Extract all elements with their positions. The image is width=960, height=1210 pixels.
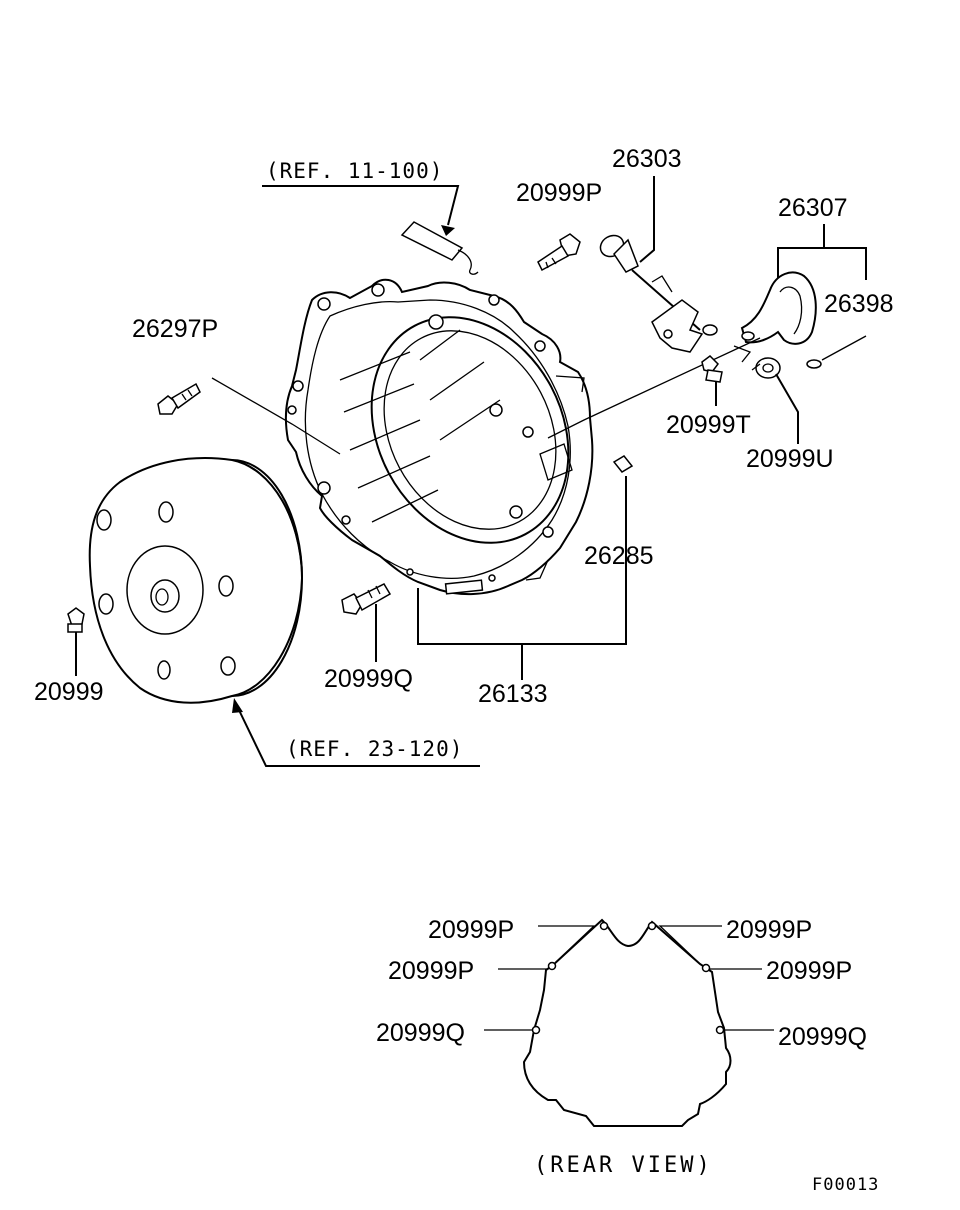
rear-left-label-1[interactable]: 20999P: [428, 916, 514, 944]
label-26133[interactable]: 26133: [478, 680, 548, 708]
label-26398[interactable]: 26398: [824, 290, 894, 318]
rear-right-label-2[interactable]: 20999P: [766, 957, 852, 985]
label-26297P[interactable]: 26297P: [132, 315, 218, 343]
label-20999Q[interactable]: 20999Q: [324, 665, 413, 693]
ref-11-100-group: (REF. 11-100): [262, 159, 479, 275]
callout-26133: 26133: [417, 476, 627, 708]
label-20999P-top[interactable]: 20999P: [516, 179, 602, 207]
bolt-20999U: 20999U: [746, 357, 834, 473]
bolt-20999T: 20999T: [666, 355, 751, 439]
bolt-26297P: 26297P: [132, 315, 341, 455]
label-26285[interactable]: 26285: [584, 542, 654, 570]
bolt-20999Q: 20999Q: [324, 583, 413, 693]
ref-23-120-group: (REF. 23-120): [232, 698, 480, 767]
rear-view: 20999P 20999P 20999Q 20999P 20999P 20999…: [376, 916, 867, 1178]
ref-23-120-label[interactable]: (REF. 23-120): [286, 737, 463, 761]
bell-housing: [284, 278, 594, 596]
dowel-pin-26285: 26285: [584, 455, 654, 570]
label-20999U[interactable]: 20999U: [746, 445, 834, 473]
rear-left-label-2[interactable]: 20999P: [388, 957, 474, 985]
label-20999T[interactable]: 20999T: [666, 411, 751, 439]
label-26307[interactable]: 26307: [778, 194, 848, 222]
bolt-20999P-top: 20999P: [516, 179, 602, 272]
label-26303[interactable]: 26303: [612, 145, 682, 173]
label-20999[interactable]: 20999: [34, 678, 104, 706]
rear-right-label-3[interactable]: 20999Q: [778, 1023, 867, 1051]
oil-level-gauge-26303: 26303: [599, 145, 718, 353]
rear-right-label-1[interactable]: 20999P: [726, 916, 812, 944]
rear-left-label-3[interactable]: 20999Q: [376, 1019, 465, 1047]
torque-converter: [88, 457, 304, 704]
rear-view-title: (REAR VIEW): [534, 1153, 713, 1178]
sealant-tube: [400, 221, 479, 275]
filler-tube-26307: 26307 26398: [547, 194, 894, 439]
bolt-20999: 20999: [34, 607, 104, 706]
figure-code: F00013: [812, 1175, 879, 1195]
ref-11-100-label[interactable]: (REF. 11-100): [266, 159, 443, 183]
